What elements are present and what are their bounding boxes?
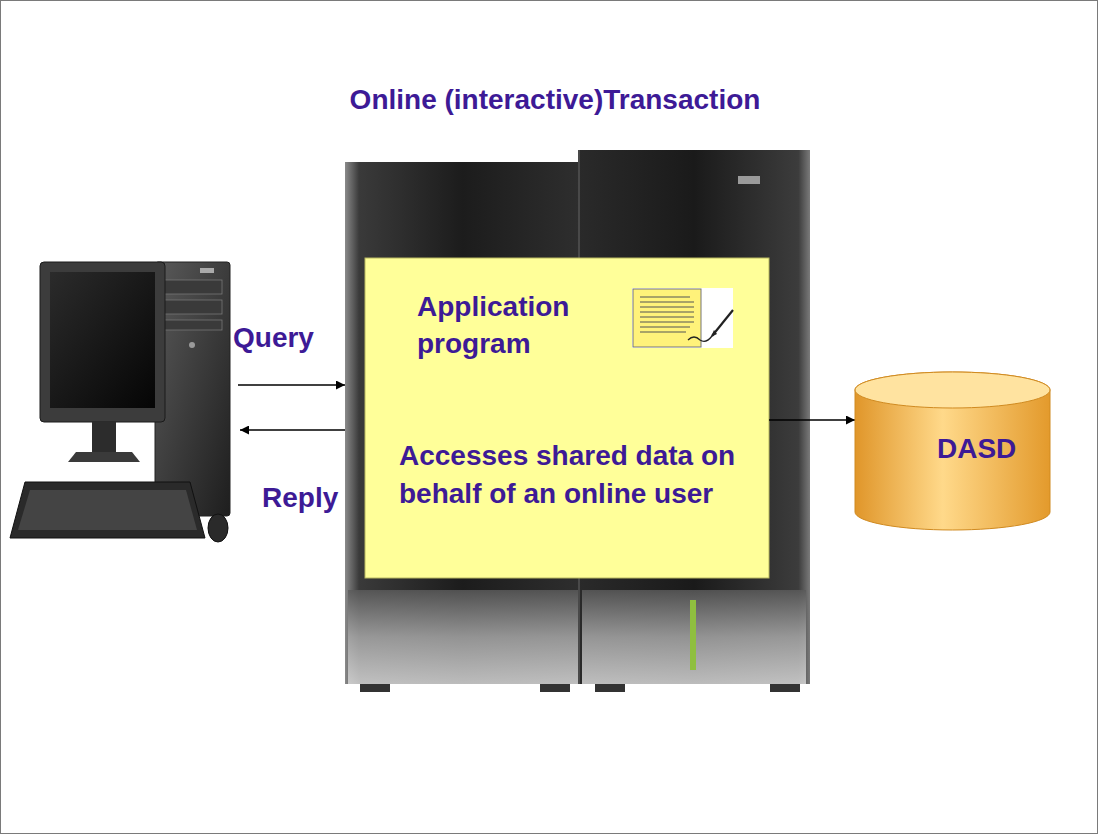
pc-illustration (10, 262, 230, 542)
cylinder-top (855, 372, 1050, 408)
query-arrow (238, 384, 345, 386)
flow-label: Reply (262, 482, 338, 514)
diagram-title: Online (interactive)Transaction (255, 84, 855, 116)
application-panel: Application programAccesses shared data … (365, 258, 769, 578)
cylinder-body (855, 372, 1050, 530)
flow-label: Query (233, 322, 314, 354)
data-access-arrow (769, 419, 855, 421)
mainframe-illustration (345, 150, 810, 692)
dasd-cylinder: DASD (855, 372, 1050, 530)
storage-label: DASD (937, 432, 1037, 466)
reply-arrow (240, 429, 345, 431)
panel-fill (365, 258, 769, 578)
panel-heading: Application program (417, 288, 627, 362)
document-icon (632, 288, 733, 348)
panel-body: Accesses shared data on behalf of an onl… (399, 437, 761, 513)
